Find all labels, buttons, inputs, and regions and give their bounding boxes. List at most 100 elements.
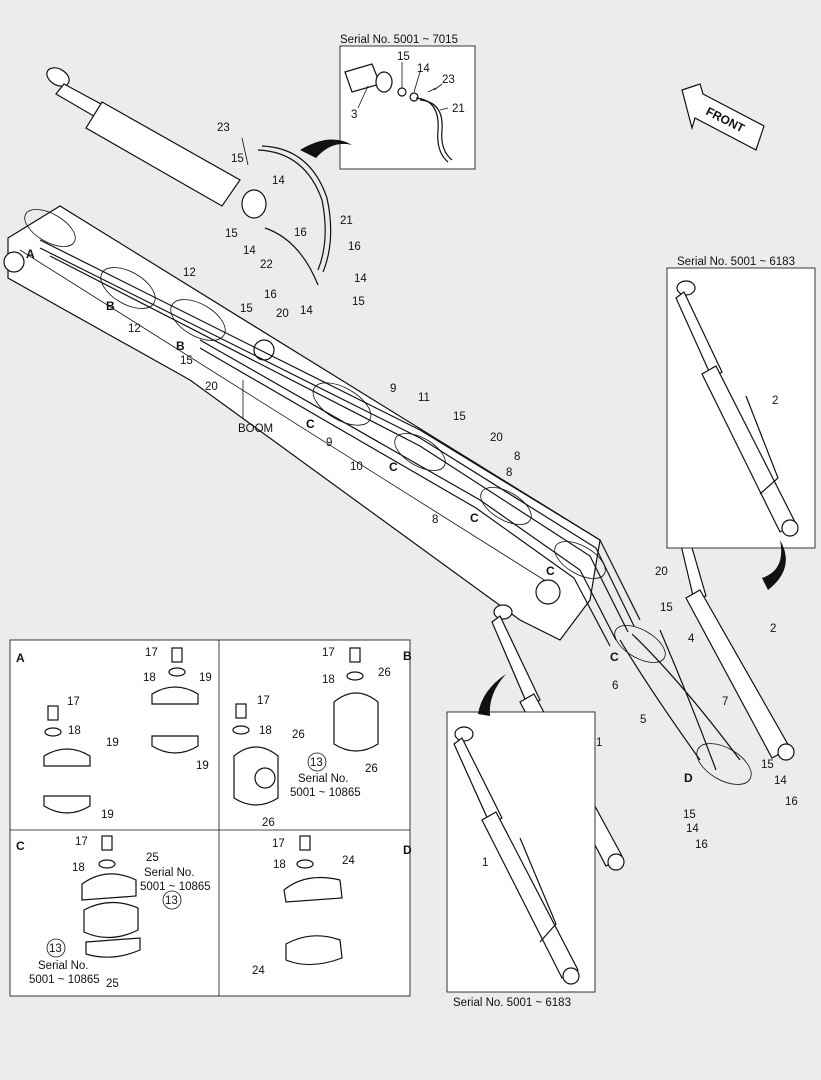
- a-washer-18: [44, 727, 62, 737]
- label-16e: 16: [695, 839, 708, 851]
- cyl1-rod: [491, 615, 541, 707]
- c-serial1-1: Serial No.: [144, 867, 195, 879]
- ri-cyl-tube: [701, 365, 797, 533]
- a-clamp-19-mid: [43, 748, 91, 767]
- bi-cyl-eye: [454, 726, 474, 742]
- a-19c: 19: [196, 760, 209, 772]
- d-24: 24: [342, 855, 355, 867]
- a-clamp-19-upper: [151, 686, 199, 705]
- bottom-inset-serial: Serial No. 5001 ~ 6183: [453, 997, 571, 1009]
- label-23-top: 23: [442, 74, 455, 86]
- label-7: 7: [722, 696, 728, 708]
- label-3: 3: [351, 109, 357, 121]
- b-26d: 26: [262, 817, 275, 829]
- c-25: 25: [146, 852, 159, 864]
- b-26c: 26: [365, 763, 378, 775]
- a-bolt-17: [47, 705, 59, 721]
- label-15-top: 15: [397, 51, 410, 63]
- a-washer-18b: [168, 667, 186, 677]
- label-16d: 16: [785, 796, 798, 808]
- mark-d: D: [684, 771, 693, 785]
- label-14e: 14: [774, 775, 787, 787]
- pipe-lower: [199, 339, 617, 641]
- leader-3: [357, 85, 369, 109]
- cyl2-tube: [685, 589, 791, 759]
- c-washer-18: [98, 859, 116, 869]
- front-arrow: FRONT: [681, 83, 765, 151]
- c-25b: 25: [106, 978, 119, 990]
- clamp-d-circle: [696, 743, 752, 785]
- mark-c4: C: [546, 564, 555, 578]
- hose-21b: [261, 145, 332, 273]
- bi-cyl-pipe: [519, 837, 557, 943]
- bottom-inset: Serial No. 5001 ~ 6183 1: [446, 711, 596, 1009]
- b-bolt-17: [235, 703, 247, 719]
- c-clamp-25b: [85, 937, 141, 958]
- label-10: 10: [350, 461, 363, 473]
- b-serial-1: Serial No.: [298, 773, 349, 785]
- a-17: 17: [67, 696, 80, 708]
- label-21: 21: [340, 215, 353, 227]
- label-15g: 15: [660, 602, 673, 614]
- mark-c2: C: [389, 460, 398, 474]
- leader-23-top: [433, 83, 443, 91]
- d-clamp-24b: [285, 935, 343, 966]
- label-6: 6: [612, 680, 618, 692]
- b-17: 17: [257, 695, 270, 707]
- b-13: 13: [310, 757, 323, 769]
- clamp-b2-circle: [170, 299, 226, 341]
- label-15d: 15: [240, 303, 253, 315]
- boom: BOOM A B B C C C C C D 12 12 15 20: [3, 205, 798, 851]
- hose-22: [264, 227, 319, 286]
- arrow-bottom-inset: [478, 674, 506, 716]
- a-clamp-19-lower: [151, 735, 199, 754]
- detail-panels: A 17 18 19 19 17 18 19 19 B 17 18 26 26 …: [9, 639, 412, 997]
- label-22: 22: [260, 259, 273, 271]
- b-26b: 26: [378, 667, 391, 679]
- b-18: 18: [259, 725, 272, 737]
- cyl2-base: [777, 743, 795, 761]
- cyl-tube: [85, 101, 241, 207]
- pipe-upper-2: [39, 247, 635, 627]
- cyl1-eye: [493, 604, 513, 620]
- arrow-top-inset: [300, 139, 352, 158]
- c-serial2-1: Serial No.: [38, 960, 89, 972]
- pipe-end-2: [631, 633, 741, 761]
- label-2b: 2: [770, 623, 776, 635]
- label-12a: 12: [183, 267, 196, 279]
- label-16b: 16: [348, 241, 361, 253]
- pipe-end-3: [659, 629, 717, 771]
- label-1a: 1: [482, 857, 488, 869]
- b-washer-18b: [346, 671, 364, 681]
- bi-cyl-base: [562, 967, 580, 985]
- hose-21: [257, 149, 326, 271]
- pipe-end-1: [619, 639, 701, 761]
- ri-cyl-eye: [676, 280, 696, 296]
- bi-cyl-tube: [481, 811, 579, 979]
- mark-b2: B: [176, 339, 185, 353]
- c-clamp-pair: [83, 901, 139, 939]
- label-15f: 15: [453, 411, 466, 423]
- pipe-lower-2: [199, 347, 611, 647]
- label-8b: 8: [506, 467, 512, 479]
- leader-21-top: [439, 107, 449, 111]
- c-13b-circle: [46, 938, 66, 958]
- c-17: 17: [75, 836, 88, 848]
- label-14f: 14: [686, 823, 699, 835]
- label-15c: 15: [352, 296, 365, 308]
- mark-c3: C: [470, 511, 479, 525]
- label-2a: 2: [772, 395, 778, 407]
- label-20b: 20: [205, 381, 218, 393]
- clamp-a-circle: [24, 209, 76, 247]
- boom-body: [7, 205, 601, 641]
- label-15b: 15: [225, 228, 238, 240]
- a-bolt-17b: [171, 647, 183, 663]
- b-17b: 17: [322, 647, 335, 659]
- label-15a: 15: [231, 153, 244, 165]
- leader-23: [241, 137, 249, 166]
- label-9b: 9: [326, 437, 332, 449]
- mark-c1: C: [306, 417, 315, 431]
- clamp-c3-circle: [480, 487, 532, 525]
- label-20d: 20: [655, 566, 668, 578]
